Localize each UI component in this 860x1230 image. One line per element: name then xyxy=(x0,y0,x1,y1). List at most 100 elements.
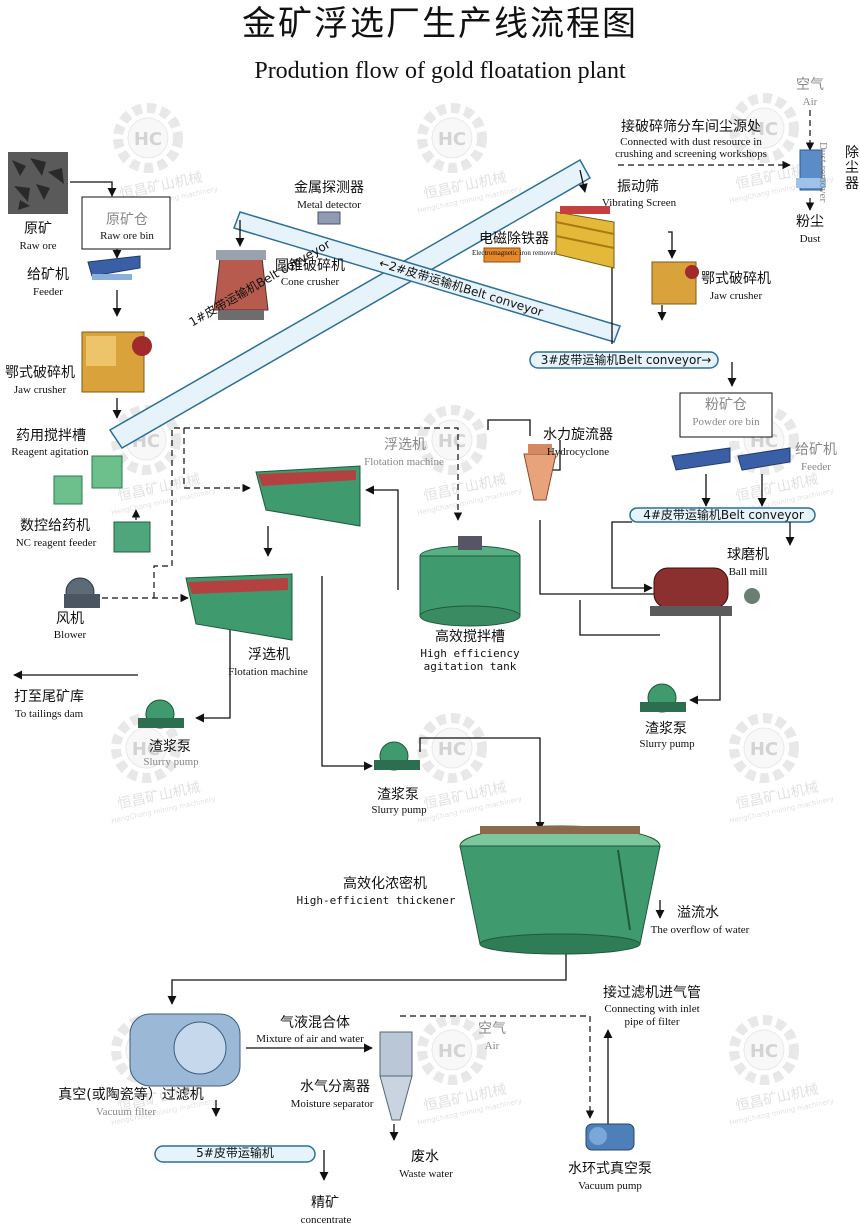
ball-mill-label: 球磨机 xyxy=(727,547,769,563)
powder-ore-bin-label: 粉矿仓 xyxy=(705,397,747,413)
raw-ore-image xyxy=(8,152,68,214)
belt-conveyor-1 xyxy=(108,158,592,450)
filter-inlet-label: 接过滤机进气管 xyxy=(603,985,701,1001)
flotation-mid-label: 浮选机 xyxy=(248,647,290,663)
watermark-logo-letters: HC xyxy=(132,739,160,760)
dashed-flow-lines xyxy=(102,110,815,1119)
reagent-agitation-label: 药用搅拌槽 xyxy=(16,428,86,444)
reagent-agitation-tanks xyxy=(53,455,123,505)
vibrating-screen-label: 振动筛 xyxy=(617,179,659,195)
vacuum-pump-unit xyxy=(585,1123,635,1151)
slurry-pump-3-label-en: Slurry pump xyxy=(639,738,695,750)
dust-remover-label: 除尘器 xyxy=(845,145,859,192)
feeder-1-label-en: Feeder xyxy=(33,286,63,298)
overflow-label: 溢流水 xyxy=(677,905,719,921)
belt-5-label: 5#皮带运输机 xyxy=(196,1146,274,1160)
watermark-logo-letters: HC xyxy=(134,129,162,150)
blower-label: 风机 xyxy=(56,611,84,627)
feeder-2-label: 给矿机 xyxy=(795,442,837,458)
nc-feeder-label-en: NC reagent feeder xyxy=(15,537,97,549)
jaw-crusher-1-label-en: Jaw crusher xyxy=(13,384,67,396)
agitation-tank xyxy=(419,536,521,627)
agitation-tank-label: 高效搅拌槽 xyxy=(435,629,505,645)
feeder-2 xyxy=(671,447,791,471)
moisture-separator-label: 水气分离器 xyxy=(300,1079,370,1095)
hydrocyclone-label-en: Hydrocyclone xyxy=(546,446,610,458)
flotation-top-label: 浮选机 xyxy=(384,437,426,453)
slurry-pump-1-label-en: Slurry pump xyxy=(143,756,199,768)
watermark-logo-letters: HC xyxy=(750,119,778,140)
slurry-pump-2 xyxy=(374,741,420,771)
air-bottom-label-en: Air xyxy=(484,1040,500,1052)
slurry-pump-1 xyxy=(138,699,184,729)
electromagnetic-remover-label-en: Electromagnetic iron remover xyxy=(472,249,556,257)
nc-reagent-feeder xyxy=(113,521,151,553)
watermark-logo-letters: HC xyxy=(750,739,778,760)
vacuum-filter-label: 真空(或陶瓷等）过滤机 xyxy=(58,1087,204,1103)
dust-connect-label-en2: crushing and screening workshops xyxy=(615,148,767,160)
agitation-tank-label-en2: agitation tank xyxy=(423,660,517,673)
slurry-pump-2-label: 渣浆泵 xyxy=(377,787,419,803)
ball-mill-label-en: Ball mill xyxy=(728,566,768,578)
vacuum-filter-label-en: Vacuum filter xyxy=(95,1106,157,1118)
filter-inlet-label-en1: Connecting with inlet xyxy=(604,1003,700,1015)
raw-ore-bin-box xyxy=(81,196,171,250)
title-chinese: 金矿浮选厂生产线流程图 xyxy=(242,4,638,44)
waste-water-label: 废水 xyxy=(411,1149,439,1165)
watermark-logo-letters: HC xyxy=(438,431,466,452)
nc-feeder-label: 数控给药机 xyxy=(20,518,90,534)
slurry-pump-3-label: 渣浆泵 xyxy=(645,721,687,737)
cone-crusher-label-en: Cone crusher xyxy=(280,276,340,288)
air-top-label-en: Air xyxy=(802,96,818,108)
dust-connect-label: 接破碎筛分车间尘源处 xyxy=(621,119,761,135)
belt-3-label: 3#皮带运输机Belt conveyor→ xyxy=(540,353,712,367)
metal-detector-label-en: Metal detector xyxy=(297,199,361,211)
tailings-label: 打至尾矿库 xyxy=(14,689,84,705)
mixture-label-en: Mixture of air and water xyxy=(256,1033,364,1045)
concentrate-label: 精矿 xyxy=(311,1195,339,1211)
watermark-logo-letters: HC xyxy=(750,1041,778,1062)
watermark-logo-letters: HC xyxy=(438,129,466,150)
flotation-top-label-en: Flotation machine xyxy=(364,456,444,468)
vibrating-screen xyxy=(555,206,615,269)
electromagnetic-remover-label: 电磁除铁器 xyxy=(479,231,549,247)
slurry-pump-2-label-en: Slurry pump xyxy=(371,804,427,816)
cone-crusher-label: 圆锥破碎机 xyxy=(275,258,345,274)
concentrate-label-en: concentrate xyxy=(300,1214,352,1226)
vacuum-filter-unit xyxy=(129,1013,241,1087)
air-top-label: 空气 xyxy=(796,77,824,93)
thickener-tank xyxy=(459,825,661,955)
dust-remover-label-en: Dust remover xyxy=(817,141,830,203)
powder-ore-bin-box xyxy=(679,392,773,438)
metal-detector-label: 金属探测器 xyxy=(294,180,364,196)
thickener-label: 高效化浓密机 xyxy=(343,876,427,892)
reagent-agitation-label-en: Reagent agitation xyxy=(11,446,89,458)
vibrating-screen-label-en: Vibrating Screen xyxy=(601,197,677,209)
overflow-label-en: The overflow of water xyxy=(650,924,750,936)
dust-connect-label-en1: Connected with dust resource in xyxy=(620,136,762,148)
watermark-logo-letters: HC xyxy=(438,739,466,760)
slurry-pump-3 xyxy=(640,683,686,713)
jaw-crusher-1 xyxy=(81,331,152,393)
dust-label-en: Dust xyxy=(799,233,821,245)
jaw-crusher-2 xyxy=(651,261,699,305)
vacuum-pump-label: 水环式真空泵 xyxy=(568,1161,652,1177)
raw-ore-bin-label: 原矿仓 xyxy=(106,212,148,228)
cone-crusher xyxy=(213,250,269,320)
slurry-pump-1-label: 渣浆泵 xyxy=(149,739,191,755)
watermark-logo-letters: HC xyxy=(438,1041,466,1062)
agitation-tank-label-en1: High efficiency xyxy=(420,647,520,660)
waste-water-label-en: Waste water xyxy=(399,1168,453,1180)
thickener-label-en: High-efficient thickener xyxy=(296,894,456,907)
filter-inlet-label-en2: pipe of filter xyxy=(624,1016,680,1028)
belt-conveyor-2 xyxy=(233,211,621,343)
powder-ore-bin-label-en: Powder ore bin xyxy=(692,416,760,428)
jaw-crusher-2-label-en: Jaw crusher xyxy=(709,290,763,302)
jaw-crusher-2-label: 鄂式破碎机 xyxy=(701,271,771,287)
electromagnetic-iron-remover xyxy=(483,247,521,263)
vacuum-pump-label-en: Vacuum pump xyxy=(578,1180,642,1192)
